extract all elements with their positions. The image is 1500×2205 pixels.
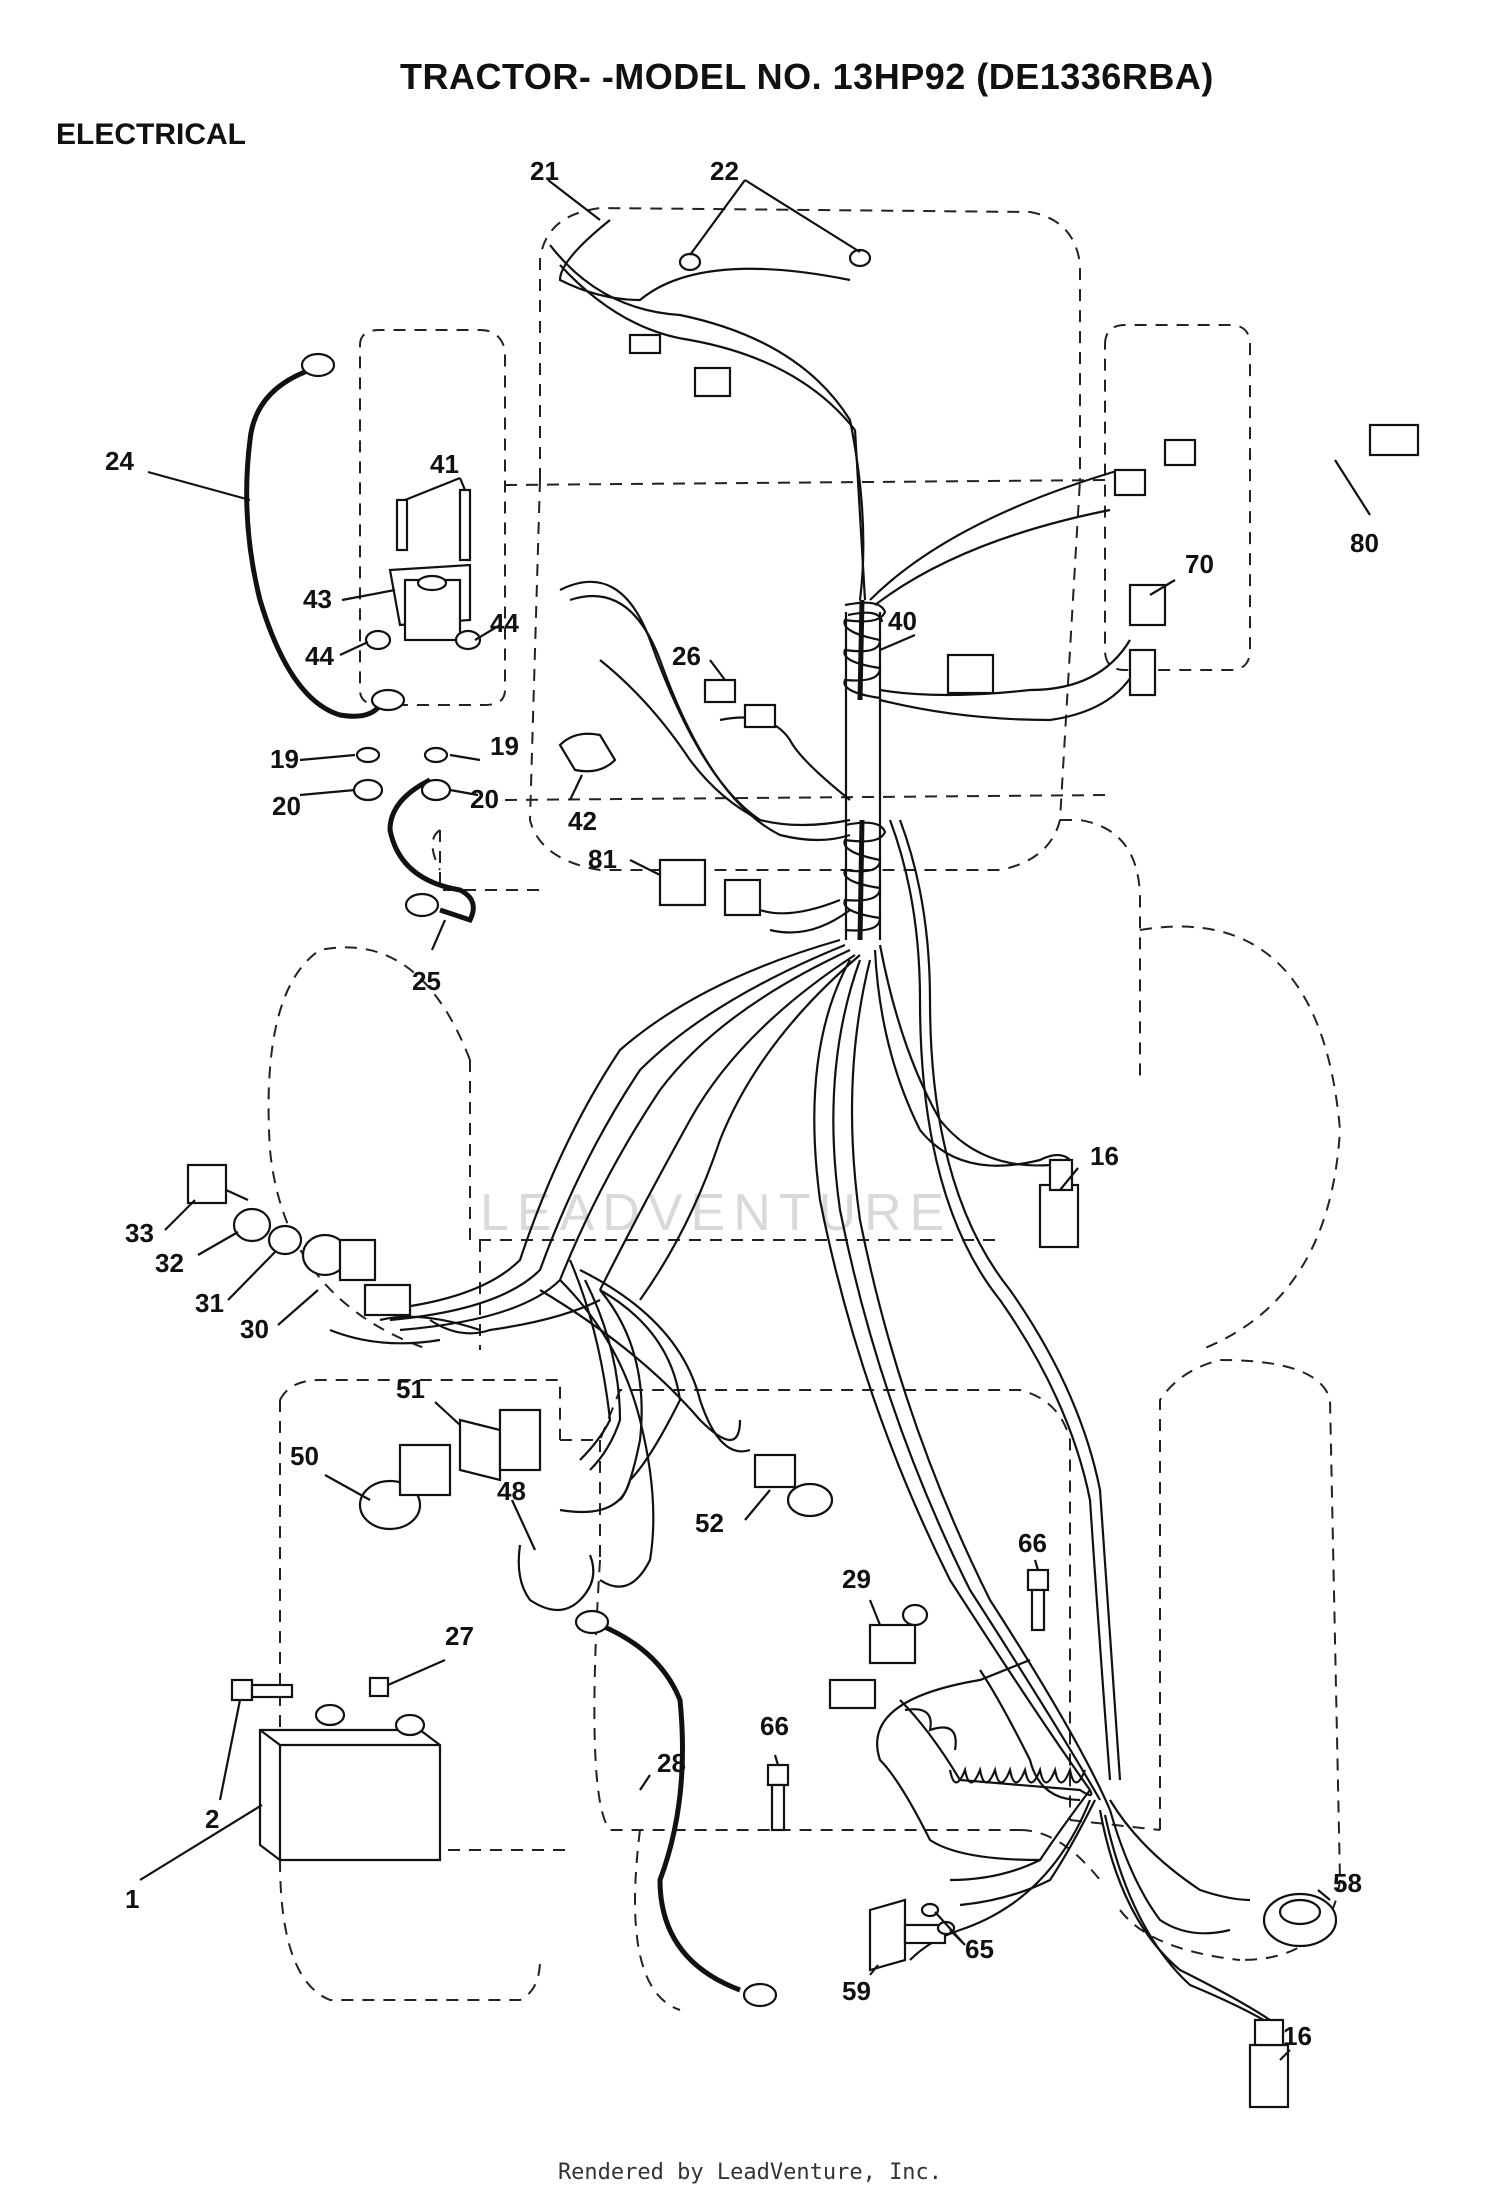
screw-65	[920, 1902, 956, 1936]
callout-40: 40	[888, 606, 917, 636]
bolt-66-upper	[1026, 1568, 1050, 1632]
callout-43: 43	[303, 584, 332, 614]
callout-26: 26	[672, 641, 701, 671]
screw-22-right	[848, 248, 872, 268]
callout-21: 21	[530, 156, 559, 186]
callout-16-lower: 16	[1283, 2021, 1312, 2051]
callout-22: 22	[710, 156, 739, 186]
main-harness	[329, 219, 1281, 2031]
page-title: TRACTOR- -MODEL NO. 13HP92 (DE1336RBA)	[400, 56, 1214, 97]
bezel-32	[232, 1207, 272, 1243]
connector-29-plug	[828, 1678, 877, 1710]
callout-66-upper: 66	[1018, 1528, 1047, 1558]
callout-70: 70	[1185, 549, 1214, 579]
washer-19-right	[423, 746, 449, 764]
callout-1: 1	[125, 1884, 139, 1914]
seat-switch-29	[868, 1603, 929, 1665]
callout-33: 33	[125, 1218, 154, 1248]
callout-19-left: 19	[270, 744, 299, 774]
screw-22-left	[678, 252, 702, 272]
ground-strap-25	[387, 777, 476, 924]
plate-51	[458, 1418, 502, 1482]
callout-32: 32	[155, 1248, 184, 1278]
ground-strap-24	[244, 352, 406, 719]
callout-80: 80	[1350, 528, 1379, 558]
callout-42: 42	[568, 806, 597, 836]
callout-19-right: 19	[490, 731, 519, 761]
bolt-66-lower	[766, 1763, 790, 1832]
callout-81: 81	[588, 844, 617, 874]
callout-29: 29	[842, 1564, 871, 1594]
headlight-52	[753, 1453, 834, 1518]
nut-31	[267, 1224, 303, 1256]
pto-switch-50	[358, 1443, 452, 1531]
callout-65: 65	[965, 1934, 994, 1964]
section-heading: ELECTRICAL	[56, 118, 246, 151]
callout-51: 51	[396, 1374, 425, 1404]
connector-70	[946, 583, 1167, 697]
watermark: LEADVENTURE	[480, 1184, 952, 1242]
nut-20-left	[352, 778, 384, 802]
key-33	[186, 1163, 249, 1205]
clutch-58	[1262, 1892, 1338, 1948]
nut-44-left	[364, 629, 392, 651]
callout-31: 31	[195, 1288, 224, 1318]
callout-28: 28	[657, 1748, 686, 1778]
callout-66-lower: 66	[760, 1711, 789, 1741]
nut-44-right	[454, 629, 482, 651]
callout-52: 52	[695, 1508, 724, 1538]
callout-30: 30	[240, 1314, 269, 1344]
footer-credit: Rendered by LeadVenture, Inc.	[557, 2160, 943, 2185]
callout-2: 2	[205, 1804, 219, 1834]
nut-20-right	[420, 778, 452, 802]
callout-48: 48	[497, 1476, 526, 1506]
callout-16-upper: 16	[1090, 1141, 1119, 1171]
connector-48	[498, 1408, 595, 1612]
bolt-2	[230, 1678, 294, 1702]
fuse-holder-42	[558, 732, 617, 773]
coil-harness-40	[843, 599, 887, 941]
harness-connector-21	[628, 333, 732, 398]
coil-harness-lower	[899, 1699, 1093, 1797]
callout-labels: 21 22 24 41 43 44 44 26 40 70 80 19 19 2…	[105, 156, 1379, 2051]
callout-24: 24	[105, 446, 134, 476]
connector-16-upper	[1038, 1158, 1080, 1249]
ignition-switch-30	[301, 1233, 412, 1317]
solenoid-43	[388, 488, 472, 642]
callout-44-right: 44	[490, 608, 519, 638]
battery-cable-28	[574, 1609, 778, 2008]
callout-25: 25	[412, 966, 441, 996]
nut-27	[368, 1676, 390, 1698]
connector-16-lower	[1248, 2018, 1290, 2109]
callout-44-left: 44	[305, 641, 334, 671]
callout-50: 50	[290, 1441, 319, 1471]
callout-58: 58	[1333, 1868, 1362, 1898]
relay-81	[658, 858, 762, 917]
callout-20-right: 20	[470, 784, 499, 814]
callout-41: 41	[430, 449, 459, 479]
connector-26	[703, 678, 777, 729]
callout-59: 59	[842, 1976, 871, 2006]
leader-lines	[139, 179, 1371, 2061]
battery-1	[258, 1703, 442, 1862]
connector-80	[1113, 423, 1420, 497]
washer-19-left	[355, 746, 381, 764]
callout-27: 27	[445, 1621, 474, 1651]
callout-20-left: 20	[272, 791, 301, 821]
